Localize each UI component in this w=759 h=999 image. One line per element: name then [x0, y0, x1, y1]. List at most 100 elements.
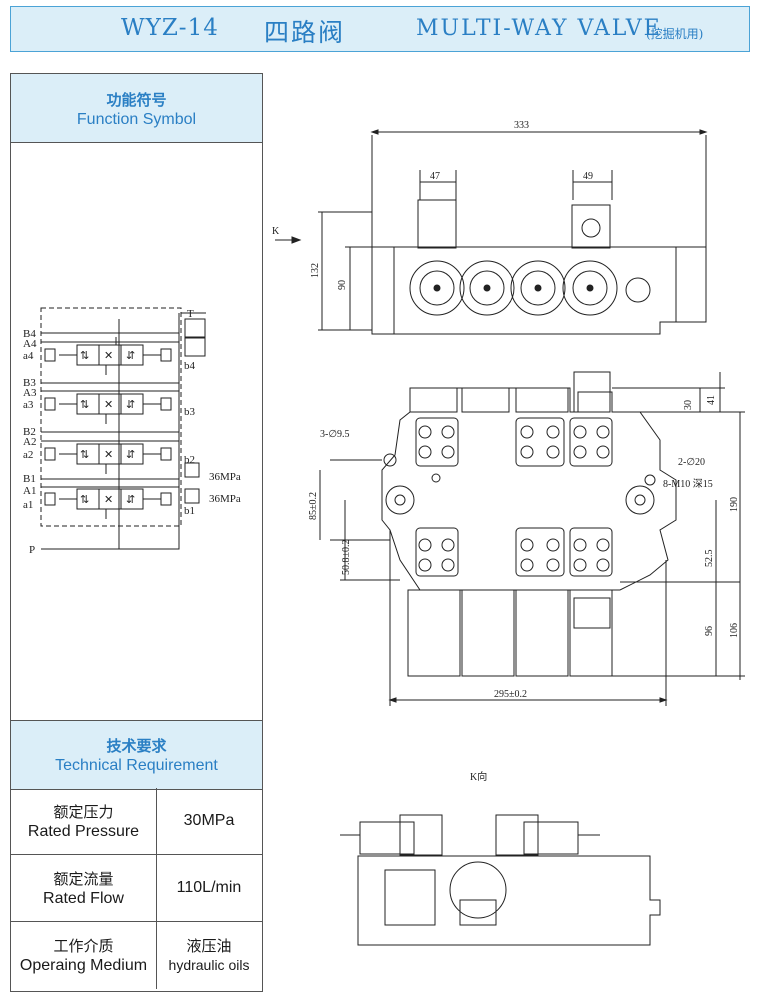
dim-hole-3: 3-∅9.5	[320, 429, 350, 440]
valve-body-top	[371, 246, 707, 335]
dim-106: 106	[729, 623, 740, 638]
product-name-cn: 四路阀	[264, 18, 346, 47]
spec-value-cn: 液压油	[186, 938, 232, 955]
port-b4-pilot: b4	[184, 360, 196, 372]
svg-text:⇵: ⇵	[126, 494, 135, 506]
dim-50: 50.8±0.2	[341, 540, 352, 576]
technical-requirement-title-cn: 技术要求	[106, 738, 167, 755]
function-symbol-header: 功能符号 Function Symbol	[11, 74, 262, 143]
dim-height-132: 132	[310, 263, 321, 278]
k-view-label: K向	[470, 770, 487, 783]
product-name-en: MULTI-WAY VALVE	[416, 16, 662, 41]
svg-text:⇅: ⇅	[80, 350, 89, 362]
svg-text:⇵: ⇵	[126, 399, 135, 411]
dim-left-solenoid: 47	[430, 171, 440, 182]
technical-requirement-title-en: Technical Requirement	[55, 757, 218, 774]
application-note: (挖掘机用)	[646, 27, 704, 41]
relief-pressure-2: 36MPa	[209, 493, 241, 505]
spec-value-en: hydraulic oils	[168, 957, 250, 973]
valve-outline	[40, 307, 182, 527]
dim-height-90: 90	[337, 280, 348, 290]
svg-text:✕: ✕	[104, 494, 113, 506]
top-solenoid	[573, 371, 611, 413]
k-solenoid-right	[523, 821, 579, 855]
spec-label: 额定流量 Rated Flow	[11, 855, 157, 921]
spec-label-en: Rated Flow	[43, 890, 124, 907]
function-symbol-title-cn: 功能符号	[106, 92, 167, 109]
dim-96: 96	[704, 626, 715, 636]
dim-hole-2: 2-∅20	[678, 457, 705, 468]
spec-label-en: Rated Pressure	[27, 823, 140, 840]
port-a1-upper: A1	[23, 485, 36, 497]
tank-check	[184, 318, 206, 338]
svg-text:⇵: ⇵	[126, 350, 135, 362]
spool-caps	[409, 260, 651, 316]
section-1	[41, 478, 200, 519]
bolt-holes	[418, 425, 610, 572]
spec-value: 30MPa	[156, 788, 262, 854]
svg-text:⇅: ⇅	[80, 399, 89, 411]
dim-190: 190	[729, 497, 740, 512]
port-b2: B2	[23, 426, 36, 438]
cylinder-3	[515, 589, 569, 677]
section-4	[41, 332, 179, 375]
spec-value-text: 110L/min	[176, 879, 242, 896]
dim-thread: 8-M10 深15	[663, 478, 713, 490]
port-b4: B4	[23, 328, 36, 340]
svg-text:⇅: ⇅	[80, 494, 89, 506]
port-a4-upper: A4	[23, 338, 37, 350]
dim-right-solenoid: 49	[583, 171, 593, 182]
title-bar: WYZ-14 四路阀 MULTI-WAY VALVE (挖掘机用)	[10, 6, 750, 52]
port-b1: B1	[23, 473, 36, 485]
model-code: WYZ-14	[121, 15, 219, 41]
relief-valve-2	[184, 488, 200, 504]
spec-value-text: 30MPa	[183, 812, 235, 829]
port-p: P	[29, 544, 35, 556]
port-a2-upper: A2	[23, 436, 36, 448]
spec-label-cn: 工作介质	[53, 938, 114, 955]
view-k-label: K	[272, 226, 280, 237]
spec-value: 液压油 hydraulic oils	[156, 922, 262, 989]
technical-requirement-header: 技术要求 Technical Requirement	[11, 720, 262, 790]
svg-text:✕: ✕	[104, 350, 113, 362]
dim-overall-width: 333	[514, 120, 529, 131]
cylinder-2	[461, 589, 515, 677]
relief-valve-1	[184, 462, 200, 478]
spec-label: 工作介质 Operaing Medium	[11, 922, 157, 989]
dim-295: 295±0.2	[494, 689, 527, 700]
solenoid-right	[571, 204, 611, 249]
port-a2: a2	[23, 449, 33, 461]
relief-pressure-1: 36MPa	[209, 471, 241, 483]
port-b1-pilot: b1	[184, 505, 195, 517]
spec-label-cn: 额定流量	[53, 871, 114, 888]
port-a3-upper: A3	[23, 387, 37, 399]
spec-row-medium: 工作介质 Operaing Medium 液压油 hydraulic oils	[11, 922, 262, 989]
cylinder-1	[407, 589, 461, 677]
spec-row-pressure: 额定压力 Rated Pressure 30MPa	[11, 788, 262, 855]
valve-body-front	[381, 387, 677, 591]
port-a1: a1	[23, 499, 33, 511]
left-panel: 功能符号 Function Symbol	[10, 73, 263, 992]
solenoid-left	[417, 199, 457, 249]
dim-52: 52.5	[704, 550, 715, 568]
port-b3-pilot: b3	[184, 406, 196, 418]
port-b3: B3	[23, 377, 36, 389]
port-a4: a4	[23, 350, 34, 362]
dim-41: 41	[706, 395, 717, 405]
technical-drawing: 333 47 49 K 132 90 30 41 3-∅9.5 2-∅20 8-…	[272, 120, 745, 946]
k-body	[357, 855, 661, 946]
dim-85: 85±0.2	[308, 492, 319, 520]
svg-text:⇅: ⇅	[80, 449, 89, 461]
function-symbol-title-en: Function Symbol	[76, 111, 197, 128]
k-solenoid-left	[359, 821, 415, 855]
cylinder-4	[569, 589, 613, 677]
spec-label: 额定压力 Rated Pressure	[11, 788, 157, 854]
svg-text:⇵: ⇵	[126, 449, 135, 461]
section-2	[41, 431, 200, 478]
section-3	[41, 382, 179, 424]
port-a3: a3	[23, 399, 34, 411]
spec-row-flow: 额定流量 Rated Flow 110L/min	[11, 855, 262, 922]
hydraulic-schematic: ⇅✕⇵ ⇅✕⇵ ⇅✕⇵ ⇅✕⇵ T B4 A4 a4 b4 B3 A3 a3 b…	[23, 307, 241, 556]
svg-text:✕: ✕	[104, 399, 113, 411]
port-t: T	[187, 308, 194, 320]
